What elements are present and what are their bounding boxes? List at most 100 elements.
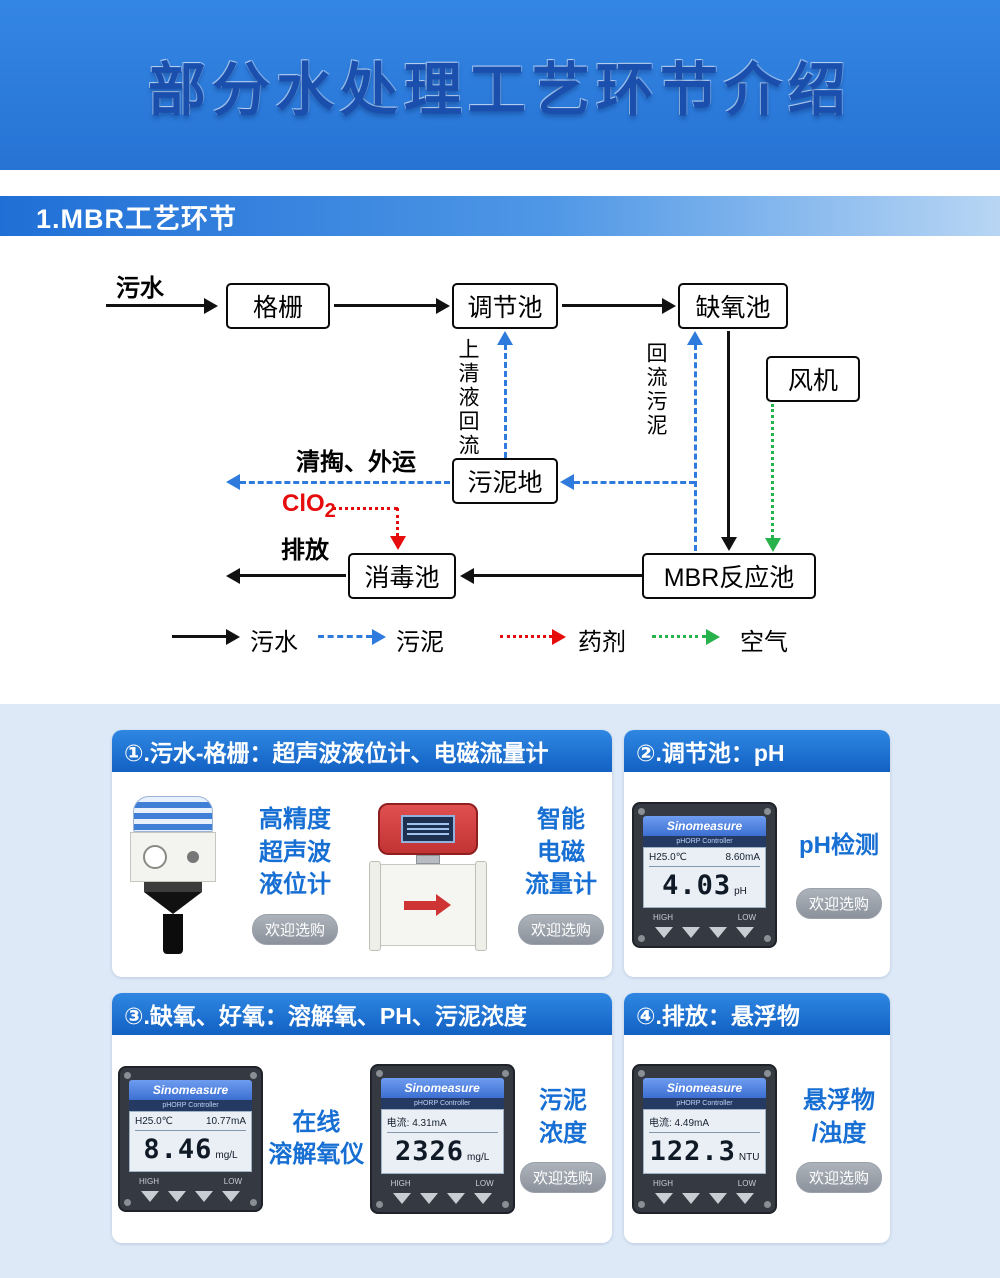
- screw-icon: [764, 807, 771, 815]
- product-label-turbidity: 悬浮物 /浊度 欢迎选购: [795, 1085, 882, 1193]
- buy-button[interactable]: 欢迎选购: [251, 913, 338, 945]
- screw-icon: [501, 1201, 509, 1208]
- arrow-clo2-vertical: [396, 508, 399, 536]
- product-label-line: 污泥: [538, 1087, 587, 1115]
- card-suspended-solids: ④.排放：悬浮物 Sinomeasure pHORP Controller 电流…: [624, 993, 890, 1243]
- label-cleanout: 清掏、外运: [296, 449, 416, 476]
- product-label-do: 在线 溶解氧仪: [268, 1107, 364, 1172]
- arrowhead-right-icon: [552, 629, 566, 645]
- ultrasonic-level-meter-image: [120, 795, 226, 954]
- lcd-value: 122.3: [649, 1136, 736, 1167]
- device-model: pHORP Controller: [643, 1098, 766, 1109]
- node-mbr-reactor: MBR反应池: [642, 553, 816, 599]
- card-title: ④.排放：悬浮物: [624, 993, 890, 1035]
- device-buttons: [381, 1190, 504, 1204]
- arrowhead-right-icon: [706, 629, 720, 645]
- card-body: 高精度 超声波 液位计 欢迎选购: [112, 772, 612, 977]
- buy-button[interactable]: 欢迎选购: [795, 888, 882, 920]
- flowmeter-head: [377, 803, 478, 855]
- legend-label-chemical: 药剂: [578, 629, 626, 656]
- device-button-icon: [222, 1191, 240, 1202]
- product-label-line: 高精度: [258, 806, 331, 834]
- card-title: ③.缺氧、好氧：溶解氧、PH、污泥浓度: [112, 993, 612, 1035]
- arrow-to-sludge-yard: [574, 481, 695, 484]
- legend-arrow-sludge: [318, 635, 372, 638]
- screw-icon: [375, 1070, 383, 1077]
- card-body: Sinomeasure pHORP Controller H25.0℃ 10.7…: [112, 1035, 612, 1243]
- arrowhead-left-icon: [226, 568, 240, 584]
- meter-cone: [144, 891, 202, 914]
- screw-icon: [375, 1201, 383, 1208]
- lcd-reading-left: 电流: 4.49mA: [649, 1118, 710, 1129]
- turbidity-device: Sinomeasure pHORP Controller 电流: 4.49mA …: [632, 1064, 777, 1214]
- screw-icon: [124, 1072, 131, 1079]
- label-return-sludge: 回流污泥: [644, 342, 667, 438]
- device-button-icon: [709, 926, 727, 938]
- sludge-concentration-device: Sinomeasure pHORP Controller 电流: 4.31mA …: [369, 1064, 515, 1214]
- device-buttons: [643, 924, 766, 938]
- product-label-line: 溶解氧仪: [268, 1141, 365, 1168]
- mbr-process-flowchart: 污水 格栅 调节池 缺氧池 风机 上清液回流 回流污泥 污泥地 清掏、外运: [0, 236, 1000, 704]
- product-label-ultrasonic: 高精度 超声波 液位计 欢迎选购: [251, 804, 338, 945]
- device-button-icon: [473, 1193, 492, 1204]
- section-title: 1.MBR工艺环节: [36, 203, 238, 234]
- flow-direction-arrow-icon: [404, 894, 452, 916]
- product-label-line: 在线: [292, 1108, 341, 1136]
- lcd-unit: mg/L: [215, 1150, 238, 1161]
- node-grid: 格栅: [226, 283, 330, 329]
- device-button-icon: [736, 926, 754, 938]
- lcd-unit: pH: [734, 885, 747, 897]
- page-title: 部分水处理工艺环节介绍: [147, 58, 852, 123]
- device-button-icon: [168, 1191, 186, 1202]
- node-anoxic-tank: 缺氧池: [678, 283, 788, 329]
- legend-label-air: 空气: [740, 629, 788, 656]
- device-button-icon: [195, 1191, 213, 1202]
- product-label-flowmeter: 智能 电磁 流量计 欢迎选购: [517, 804, 604, 945]
- device-low-label: LOW: [223, 1177, 242, 1186]
- section-header: 1.MBR工艺环节: [0, 196, 1000, 236]
- buy-button[interactable]: 欢迎选购: [795, 1161, 882, 1193]
- node-disinfection-tank: 消毒池: [348, 553, 456, 599]
- screw-icon: [638, 1070, 645, 1077]
- arrow-wastewater-to-grid: [106, 304, 204, 307]
- arrow-anoxic-to-mbr: [727, 331, 730, 537]
- device-high-label: HIGH: [653, 1179, 673, 1188]
- lcd-reading-left: H25.0℃: [649, 851, 687, 863]
- lcd-unit: NTU: [738, 1152, 760, 1163]
- device-lcd: 电流: 4.31mA 2326 mg/L: [380, 1109, 504, 1174]
- label-discharge: 排放: [281, 537, 329, 564]
- product-label-ph: pH检测 欢迎选购: [795, 830, 882, 920]
- lcd-reading-left: 电流: 4.31mA: [386, 1118, 447, 1129]
- arrowhead-down-icon: [765, 538, 781, 552]
- device-model: pHORP Controller: [380, 1098, 504, 1109]
- meter-cap: [133, 795, 213, 832]
- product-label-line: 液位计: [258, 871, 331, 899]
- card-title: ②.调节池：pH: [624, 730, 890, 772]
- buy-button[interactable]: 欢迎选购: [517, 913, 604, 945]
- screw-icon: [638, 934, 645, 942]
- buy-button[interactable]: 欢迎选购: [519, 1161, 606, 1193]
- legend-label-sludge: 污泥: [396, 629, 444, 656]
- card-body: Sinomeasure pHORP Controller 电流: 4.49mA …: [624, 1035, 890, 1243]
- arrow-grid-to-regulating: [334, 304, 436, 307]
- arrowhead-left-icon: [460, 568, 474, 584]
- device-button-icon: [736, 1193, 754, 1204]
- label-supernatant-return: 上清液回流: [456, 338, 479, 458]
- screw-icon: [501, 1070, 509, 1077]
- product-label-line: 浓度: [538, 1119, 587, 1147]
- device-brand: Sinomeasure: [380, 1078, 504, 1098]
- device-button-icon: [709, 1193, 727, 1204]
- card-ph: ②.调节池：pH Sinomeasure pHORP Controller H2…: [624, 730, 890, 977]
- device-high-label: HIGH: [653, 912, 673, 922]
- legend-arrow-chemical: [500, 635, 552, 638]
- device-low-label: LOW: [737, 1179, 756, 1188]
- flowmeter-display: [400, 815, 455, 843]
- meter-body: [130, 831, 216, 882]
- arrowhead-right-icon: [662, 298, 676, 314]
- device-low-label: LOW: [737, 912, 756, 922]
- device-buttons: [129, 1188, 252, 1202]
- label-wastewater-in: 污水: [116, 275, 164, 302]
- screw-icon: [250, 1072, 257, 1079]
- lcd-reading-right: 10.77mA: [205, 1116, 246, 1127]
- card-level-flow-meters: ①.污水-格栅：超声波液位计、电磁流量计 高精度 超: [112, 730, 612, 977]
